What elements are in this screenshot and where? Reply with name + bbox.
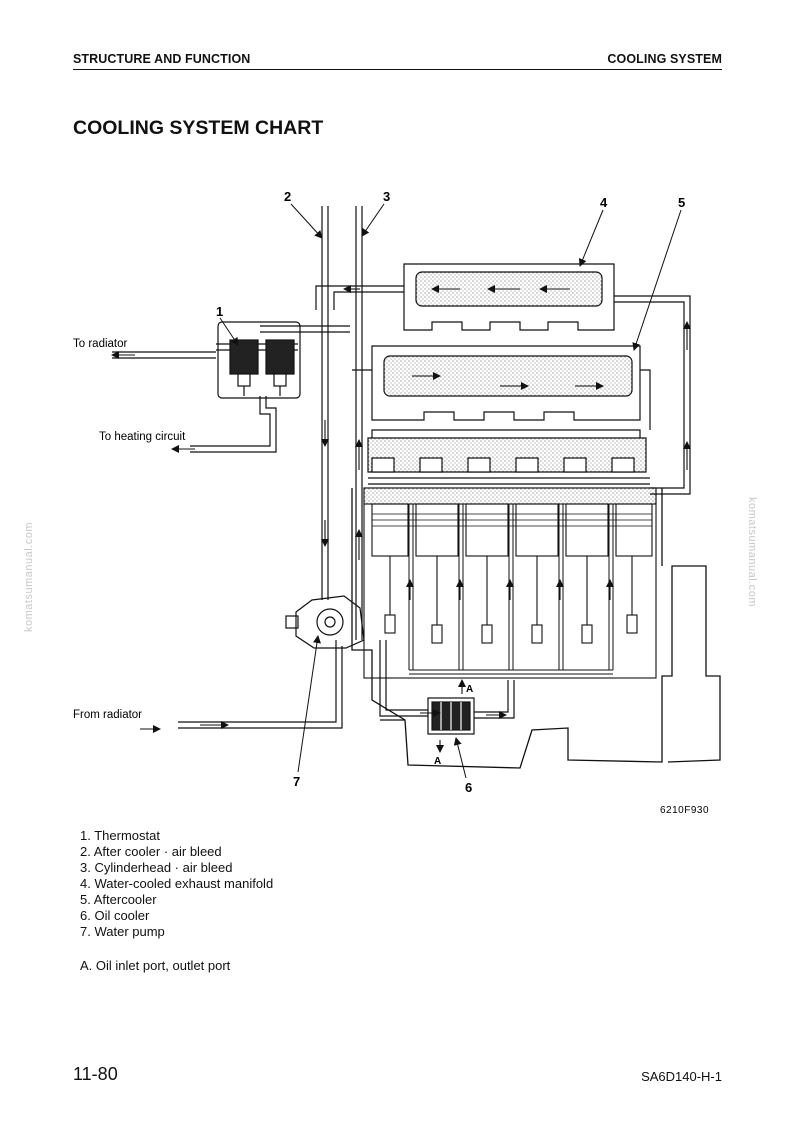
cylinder-head bbox=[367, 429, 650, 485]
oil-cooler bbox=[427, 697, 475, 735]
cylinders bbox=[363, 487, 657, 679]
figure-code: 6210F930 bbox=[660, 805, 709, 816]
callout-7: 7 bbox=[293, 774, 300, 789]
callout-4: 4 bbox=[600, 195, 608, 210]
callout-leaders bbox=[219, 203, 682, 779]
document-code: SA6D140-H-1 bbox=[641, 1069, 722, 1084]
header-rule bbox=[73, 69, 722, 70]
connecting-rods bbox=[384, 556, 638, 644]
legend-list: 1. Thermostat 2. After cooler · air blee… bbox=[80, 828, 273, 940]
port-note: A. Oil inlet port, outlet port bbox=[80, 958, 231, 973]
callout-1: 1 bbox=[216, 304, 223, 319]
exhaust-manifold bbox=[403, 263, 615, 331]
aftercooler bbox=[371, 345, 641, 421]
legend-item: 6. Oil cooler bbox=[80, 908, 150, 923]
piston-rings bbox=[372, 513, 652, 527]
to-heating-circuit-label: To heating circuit bbox=[99, 431, 186, 443]
water-pump bbox=[285, 595, 365, 649]
section-header: STRUCTURE AND FUNCTION bbox=[73, 52, 251, 66]
head-ports bbox=[371, 457, 635, 473]
legend-item: 1. Thermostat bbox=[80, 828, 160, 843]
chapter-header: COOLING SYSTEM bbox=[607, 52, 722, 66]
legend-item: 4. Water-cooled exhaust manifold bbox=[80, 876, 274, 891]
legend-item: 5. Aftercooler bbox=[80, 892, 157, 907]
to-radiator-label: To radiator bbox=[73, 338, 128, 350]
page-number: 11-80 bbox=[73, 1064, 118, 1084]
engine-block bbox=[351, 488, 721, 769]
cylinder-row bbox=[371, 503, 653, 557]
flow-arrows bbox=[111, 285, 691, 753]
callout-5: 5 bbox=[678, 195, 685, 210]
page-title: COOLING SYSTEM CHART bbox=[73, 117, 324, 139]
port-a-outlet: A bbox=[466, 684, 473, 695]
legend-item: 2. After cooler · air bleed bbox=[80, 844, 222, 859]
legend-item: 3. Cylinderhead · air bleed bbox=[80, 860, 233, 875]
port-a-inlet: A bbox=[434, 756, 441, 767]
callout-3: 3 bbox=[383, 189, 390, 204]
coolant-jackets bbox=[408, 504, 614, 675]
legend-item: 7. Water pump bbox=[80, 924, 165, 939]
external-lines bbox=[112, 351, 216, 359]
callout-6: 6 bbox=[465, 780, 472, 795]
callout-2: 2 bbox=[284, 189, 291, 204]
from-radiator-label: From radiator bbox=[73, 709, 142, 721]
